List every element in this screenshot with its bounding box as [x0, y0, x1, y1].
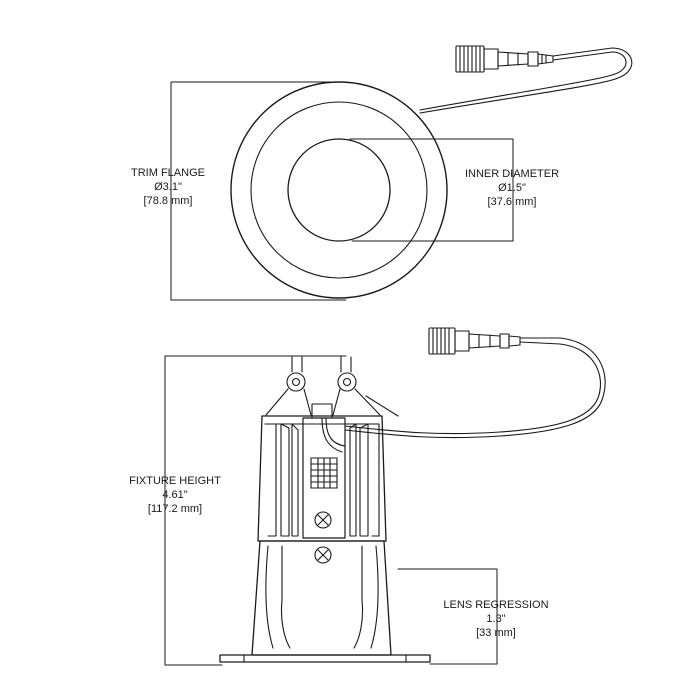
- fixture-height-value: 4.61": [162, 489, 188, 501]
- fixture-body: [257, 415, 387, 542]
- lens-regression-label: LENS REGRESSION 1.3" [33 mm]: [436, 598, 556, 640]
- trim-flange-title: TRIM FLANGE: [131, 167, 205, 179]
- inner-diameter-dimension-line: [349, 138, 514, 242]
- junction-block: [302, 403, 346, 539]
- bottom-cable: [344, 337, 606, 439]
- trim-flange-outer-circle: [230, 81, 448, 299]
- inner-diameter-title: INNER DIAMETER: [464, 168, 560, 180]
- trim-flange-profile: [219, 654, 431, 663]
- lens-regression-dimension-line: [397, 568, 498, 665]
- fixture-height-label: FIXTURE HEIGHT 4.61" [117.2 mm]: [120, 474, 230, 516]
- fixture-height-dimension-line: [164, 355, 347, 666]
- fixture-height-title: FIXTURE HEIGHT: [129, 475, 221, 487]
- lower-housing: [251, 540, 392, 656]
- top-view: [230, 81, 448, 299]
- lens-regression-metric: [33 mm]: [476, 627, 516, 639]
- trim-flange-inner-ring: [250, 101, 428, 279]
- inner-opening-circle: [287, 138, 391, 242]
- trim-flange-dimension-line: [170, 81, 347, 301]
- trim-flange-value: Ø3.1": [154, 181, 182, 193]
- trim-flange-label: TRIM FLANGE Ø3.1" [78.8 mm]: [108, 166, 228, 208]
- inner-diameter-metric: [37.6 mm]: [487, 196, 537, 208]
- inner-diameter-label: INNER DIAMETER Ø1.5" [37.6 mm]: [452, 167, 572, 209]
- lens-regression-title: LENS REGRESSION: [443, 599, 549, 611]
- fixture-height-metric: [117.2 mm]: [147, 503, 203, 515]
- top-cable: [419, 47, 633, 114]
- lens-regression-value: 1.3": [486, 613, 506, 625]
- top-connector: [455, 45, 554, 73]
- inner-diameter-value: Ø1.5": [498, 182, 526, 194]
- mounting-brackets: [265, 356, 399, 417]
- bottom-connector: [428, 327, 521, 355]
- trim-flange-metric: [78.8 mm]: [143, 195, 193, 207]
